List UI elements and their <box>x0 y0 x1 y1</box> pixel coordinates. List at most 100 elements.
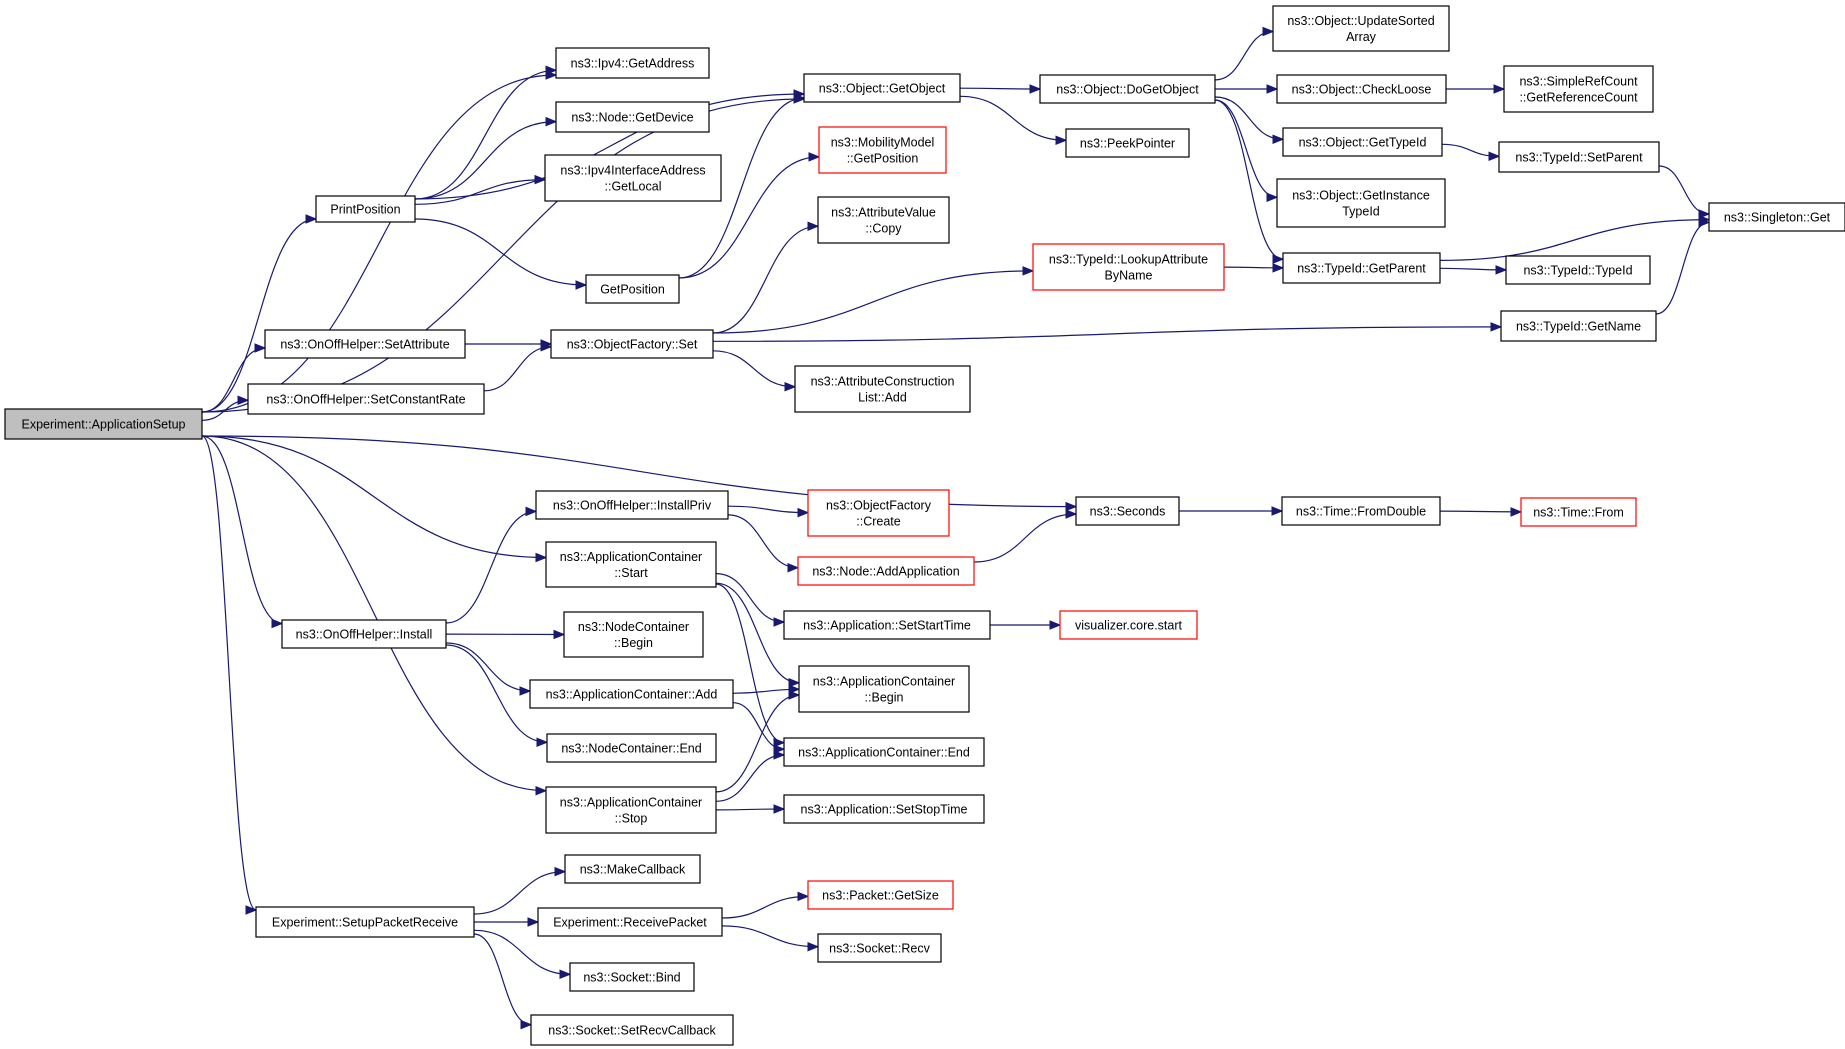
edge-getposition-to-mobgetpos <box>678 152 821 279</box>
edge-lookupattr-to-typeidgetparent <box>1223 263 1285 273</box>
node-label: ::GetPosition <box>847 152 919 166</box>
node-box <box>817 933 942 963</box>
node-typeidtypeid[interactable]: ns3::TypeId::TypeId <box>1505 255 1651 285</box>
node-timefromdouble[interactable]: ns3::Time::FromDouble <box>1281 496 1441 526</box>
node-label: ns3::Object::DoGetObject <box>1056 83 1199 97</box>
node-box <box>545 786 717 834</box>
node-root[interactable]: Experiment::ApplicationSetup <box>4 408 203 440</box>
node-peekptr[interactable]: ns3::PeekPointer <box>1065 128 1190 158</box>
edge-dogetobject-to-checkloose <box>1215 84 1279 94</box>
node-box <box>4 408 203 440</box>
node-box <box>783 794 985 824</box>
node-label: ns3::Seconds <box>1090 505 1166 519</box>
node-label: ns3::Object::GetTypeId <box>1299 136 1427 150</box>
node-objfactcreate[interactable]: ns3::ObjectFactory::Create <box>807 489 950 537</box>
node-makecallback[interactable]: ns3::MakeCallback <box>564 854 701 884</box>
node-appcontstop[interactable]: ns3::ApplicationContainer::Stop <box>545 786 717 834</box>
node-box <box>1505 255 1651 285</box>
node-socketsetrecvcb[interactable]: ns3::Socket::SetRecvCallback <box>530 1014 734 1046</box>
edge-onoffsetconst-to-objfactset <box>483 342 553 392</box>
edge-objfactset-to-attrconstradd <box>712 350 797 392</box>
node-label: ByName <box>1105 269 1153 283</box>
node-dogetobject[interactable]: ns3::Object::DoGetObject <box>1039 74 1216 104</box>
edge-dogetobject-to-objgettypeid <box>1214 96 1285 145</box>
node-getlocal[interactable]: ns3::Ipv4InterfaceAddress::GetLocal <box>544 154 722 202</box>
node-objfactset[interactable]: ns3::ObjectFactory::Set <box>550 329 714 359</box>
node-label: ns3::OnOffHelper::Install <box>296 628 433 642</box>
node-typeidgetparent[interactable]: ns3::TypeId::GetParent <box>1282 252 1441 284</box>
edge-timefromdouble-to-timefrom <box>1439 507 1523 517</box>
node-onoffsetconst[interactable]: ns3::OnOffHelper::SetConstantRate <box>247 383 485 415</box>
node-label: ns3::TypeId::SetParent <box>1515 151 1643 165</box>
node-appcontstart[interactable]: ns3::ApplicationContainer::Start <box>545 541 717 588</box>
node-getposition[interactable]: GetPosition <box>585 274 680 304</box>
node-getobject[interactable]: ns3::Object::GetObject <box>803 73 961 103</box>
node-label: ns3::Packet::GetSize <box>822 889 939 903</box>
edge-appcontstart-to-appcontend <box>715 583 786 748</box>
node-seconds[interactable]: ns3::Seconds <box>1075 496 1180 526</box>
node-printpos[interactable]: PrintPosition <box>315 195 416 223</box>
node-label: ns3::ObjectFactory::Set <box>567 338 698 352</box>
node-socketrecv[interactable]: ns3::Socket::Recv <box>817 933 942 963</box>
node-label: ::Begin <box>865 691 904 705</box>
edge-getposition-to-getobject <box>678 93 806 279</box>
node-label: Experiment::ApplicationSetup <box>22 418 186 432</box>
node-singletonget[interactable]: ns3::Singleton::Get <box>1708 202 1845 232</box>
node-typeidsetparent[interactable]: ns3::TypeId::SetParent <box>1498 141 1660 173</box>
node-setuppktrecv[interactable]: Experiment::SetupPacketReceive <box>255 906 475 938</box>
edge-checkloose-to-simplerefcount <box>1446 84 1506 94</box>
node-box <box>1282 127 1443 157</box>
node-label: ns3::ApplicationContainer::Add <box>546 688 718 702</box>
node-label: ns3::Node::GetDevice <box>571 111 693 125</box>
node-appsetstart[interactable]: ns3::Application::SetStartTime <box>783 610 991 640</box>
node-appcontend[interactable]: ns3::ApplicationContainer::End <box>783 737 985 767</box>
edge-appcontstop-to-appcontend <box>715 750 786 802</box>
edge-appsetstart-to-vizstart <box>990 620 1062 630</box>
node-box <box>537 907 723 937</box>
node-box <box>1075 496 1180 526</box>
node-simplerefcount[interactable]: ns3::SimpleRefCount::GetReferenceCount <box>1503 65 1654 113</box>
edge-appcontstart-to-appcontbegin <box>715 582 801 688</box>
edge-root-to-onoffsetattr <box>201 343 267 413</box>
node-nodecontend[interactable]: ns3::NodeContainer::End <box>546 733 717 763</box>
node-nodegetdev[interactable]: ns3::Node::GetDevice <box>555 101 710 133</box>
node-vizstart[interactable]: visualizer.core.start <box>1059 610 1198 640</box>
node-nodecontbegin[interactable]: ns3::NodeContainer::Begin <box>563 611 704 658</box>
node-recvpkt[interactable]: Experiment::ReceivePacket <box>537 907 723 937</box>
node-label: ns3::AttributeConstruction <box>811 375 955 389</box>
edge-typeidgetparent-to-typeidtypeid <box>1439 265 1508 275</box>
node-attrcopy[interactable]: ns3::AttributeValue::Copy <box>817 196 950 244</box>
node-onoffinstallpriv[interactable]: ns3::OnOffHelper::InstallPriv <box>535 490 729 520</box>
node-checkloose[interactable]: ns3::Object::CheckLoose <box>1276 74 1447 104</box>
node-box <box>544 154 722 202</box>
node-getaddr[interactable]: ns3::Ipv4::GetAddress <box>555 47 710 79</box>
edge-objfactset-to-attrcopy <box>712 221 820 334</box>
node-pktgetsize[interactable]: ns3::Packet::GetSize <box>807 880 954 910</box>
node-box <box>794 365 971 413</box>
node-appsetstop[interactable]: ns3::Application::SetStopTime <box>783 794 985 824</box>
node-appcontbegin[interactable]: ns3::ApplicationContainer::Begin <box>798 665 970 713</box>
node-onoffsetattr[interactable]: ns3::OnOffHelper::SetAttribute <box>264 329 466 359</box>
node-objgettypeid[interactable]: ns3::Object::GetTypeId <box>1282 127 1443 157</box>
edge-dogetobject-to-getinsttypeid <box>1214 99 1279 203</box>
node-timefrom[interactable]: ns3::Time::From <box>1520 497 1637 527</box>
edge-objgettypeid-to-typeidsetparent <box>1441 143 1501 162</box>
node-label: ::Copy <box>865 222 902 236</box>
edge-dogetobject-to-typeidgetparent <box>1214 99 1285 264</box>
node-typeidgetname[interactable]: ns3::TypeId::GetName <box>1500 310 1657 342</box>
node-onoffinstall[interactable]: ns3::OnOffHelper::Install <box>281 619 447 649</box>
node-label: ns3::NodeContainer::End <box>561 742 701 756</box>
node-mobgetpos[interactable]: ns3::MobilityModel::GetPosition <box>818 126 947 174</box>
node-appcontadd[interactable]: ns3::ApplicationContainer::Add <box>529 679 734 709</box>
node-label: ::Start <box>614 566 648 580</box>
node-nodeaddapp[interactable]: ns3::Node::AddApplication <box>797 556 975 586</box>
node-label: PrintPosition <box>330 203 400 217</box>
node-label: ns3::Ipv4::GetAddress <box>571 57 695 71</box>
node-box <box>545 541 717 588</box>
node-socketbind[interactable]: ns3::Socket::Bind <box>569 962 695 992</box>
node-label: ns3::Socket::SetRecvCallback <box>548 1024 716 1038</box>
